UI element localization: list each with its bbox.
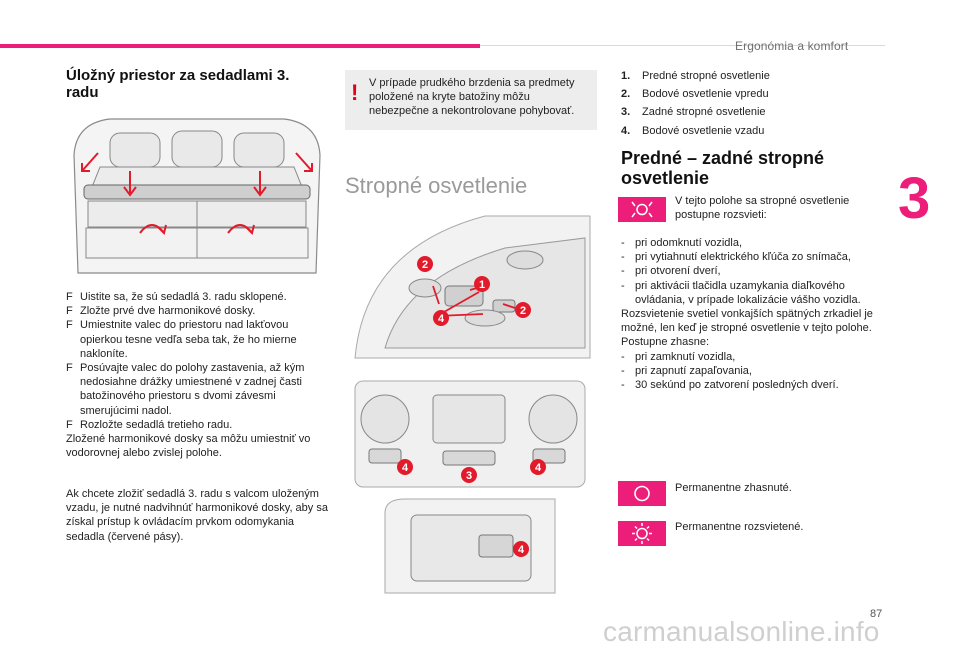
warning-text: V prípade prudkého brzdenia sa predmety … (369, 77, 575, 118)
front-rear-details: -pri odomknutí vozidla, -pri vytiahnutí … (621, 236, 881, 392)
watermark: carmanualsonline.info (603, 616, 880, 647)
arrow-bullet-icon: F (66, 362, 73, 375)
callout-3-label: 3 (466, 470, 472, 482)
storage-paragraph: Ak chcete zložiť sedadlá 3. radu s valco… (66, 488, 328, 543)
on-condition-item: -pri aktivácii tlačidla uzamykania diaľk… (621, 279, 861, 306)
arrow-bullet-icon: F (66, 305, 73, 318)
page-number: 87 (870, 608, 883, 620)
callout-1-label: 1 (479, 279, 485, 291)
trunk-illustration (70, 115, 324, 280)
off-intro: Postupne zhasne: (621, 336, 710, 349)
callout-2b-label: 2 (520, 305, 526, 317)
off-condition-item: -30 sekúnd po zatvorení posledných dverí… (621, 379, 839, 392)
chapter-number: 3 (898, 166, 931, 231)
header-rule (480, 45, 885, 46)
arrow-bullet-icon: F (66, 319, 73, 332)
on-condition-item: -pri otvorení dverí, (621, 265, 721, 278)
front-ceiling-light-illustration: 2 1 2 4 (345, 208, 595, 370)
front-rear-title: Predné – zadné stropné osvetlenie (621, 148, 825, 188)
legend-item: 3.Zadné stropné osvetlenie (621, 106, 766, 119)
lighting-legend: 1.Predné stropné osvetlenie 2.Bodové osv… (621, 69, 881, 142)
on-condition-item: -pri vytiahnutí elektrického kľúča zo sn… (621, 251, 851, 264)
perm-on-text: Permanentne rozsvietené. (675, 521, 804, 533)
header-accent-bar (0, 44, 480, 48)
section-title: Ergonómia a komfort (735, 39, 849, 53)
off-condition-item: -pri zamknutí vozidla, (621, 350, 736, 363)
callout-4b-label: 4 (535, 462, 542, 474)
on-condition-item: -pri odomknutí vozidla, (621, 237, 742, 249)
callout-4c-label: 4 (518, 544, 525, 556)
warning-icon: ! (351, 80, 359, 105)
callout-4a-label: 4 (402, 462, 409, 474)
door-light-icon (618, 197, 666, 222)
auto-intro-text: V tejto polohe sa stropné osvetlenie pos… (675, 195, 850, 222)
legend-item: 1.Predné stropné osvetlenie (621, 70, 770, 82)
mirror-text: Rozsvietenie svetiel vonkajších spätných… (621, 308, 873, 335)
storage-title: Úložný priestor za sedadlami 3. radu (66, 67, 290, 101)
lighting-title: Stropné osvetlenie (345, 173, 528, 198)
storage-note: Zložené harmonikové dosky sa môžu umiest… (66, 433, 311, 460)
arrow-bullet-icon: F (66, 291, 73, 303)
off-condition-item: -pri zapnutí zapaľovania, (621, 364, 752, 377)
callout-4-label: 4 (438, 313, 445, 325)
legend-item: 2.Bodové osvetlenie vpredu (621, 88, 769, 101)
perm-off-text: Permanentne zhasnuté. (675, 482, 792, 494)
rear-ceiling-light-illustration: 4 3 4 (345, 375, 595, 493)
light-off-icon (618, 481, 666, 506)
warning-box: ! V prípade prudkého brzdenia sa predmet… (345, 70, 597, 130)
arrow-bullet-icon: F (66, 418, 73, 431)
light-on-icon (618, 521, 666, 546)
rear-spot-light-illustration: 4 (345, 493, 595, 603)
callout-2-label: 2 (422, 259, 428, 271)
legend-item: 4.Bodové osvetlenie vzadu (621, 124, 765, 137)
